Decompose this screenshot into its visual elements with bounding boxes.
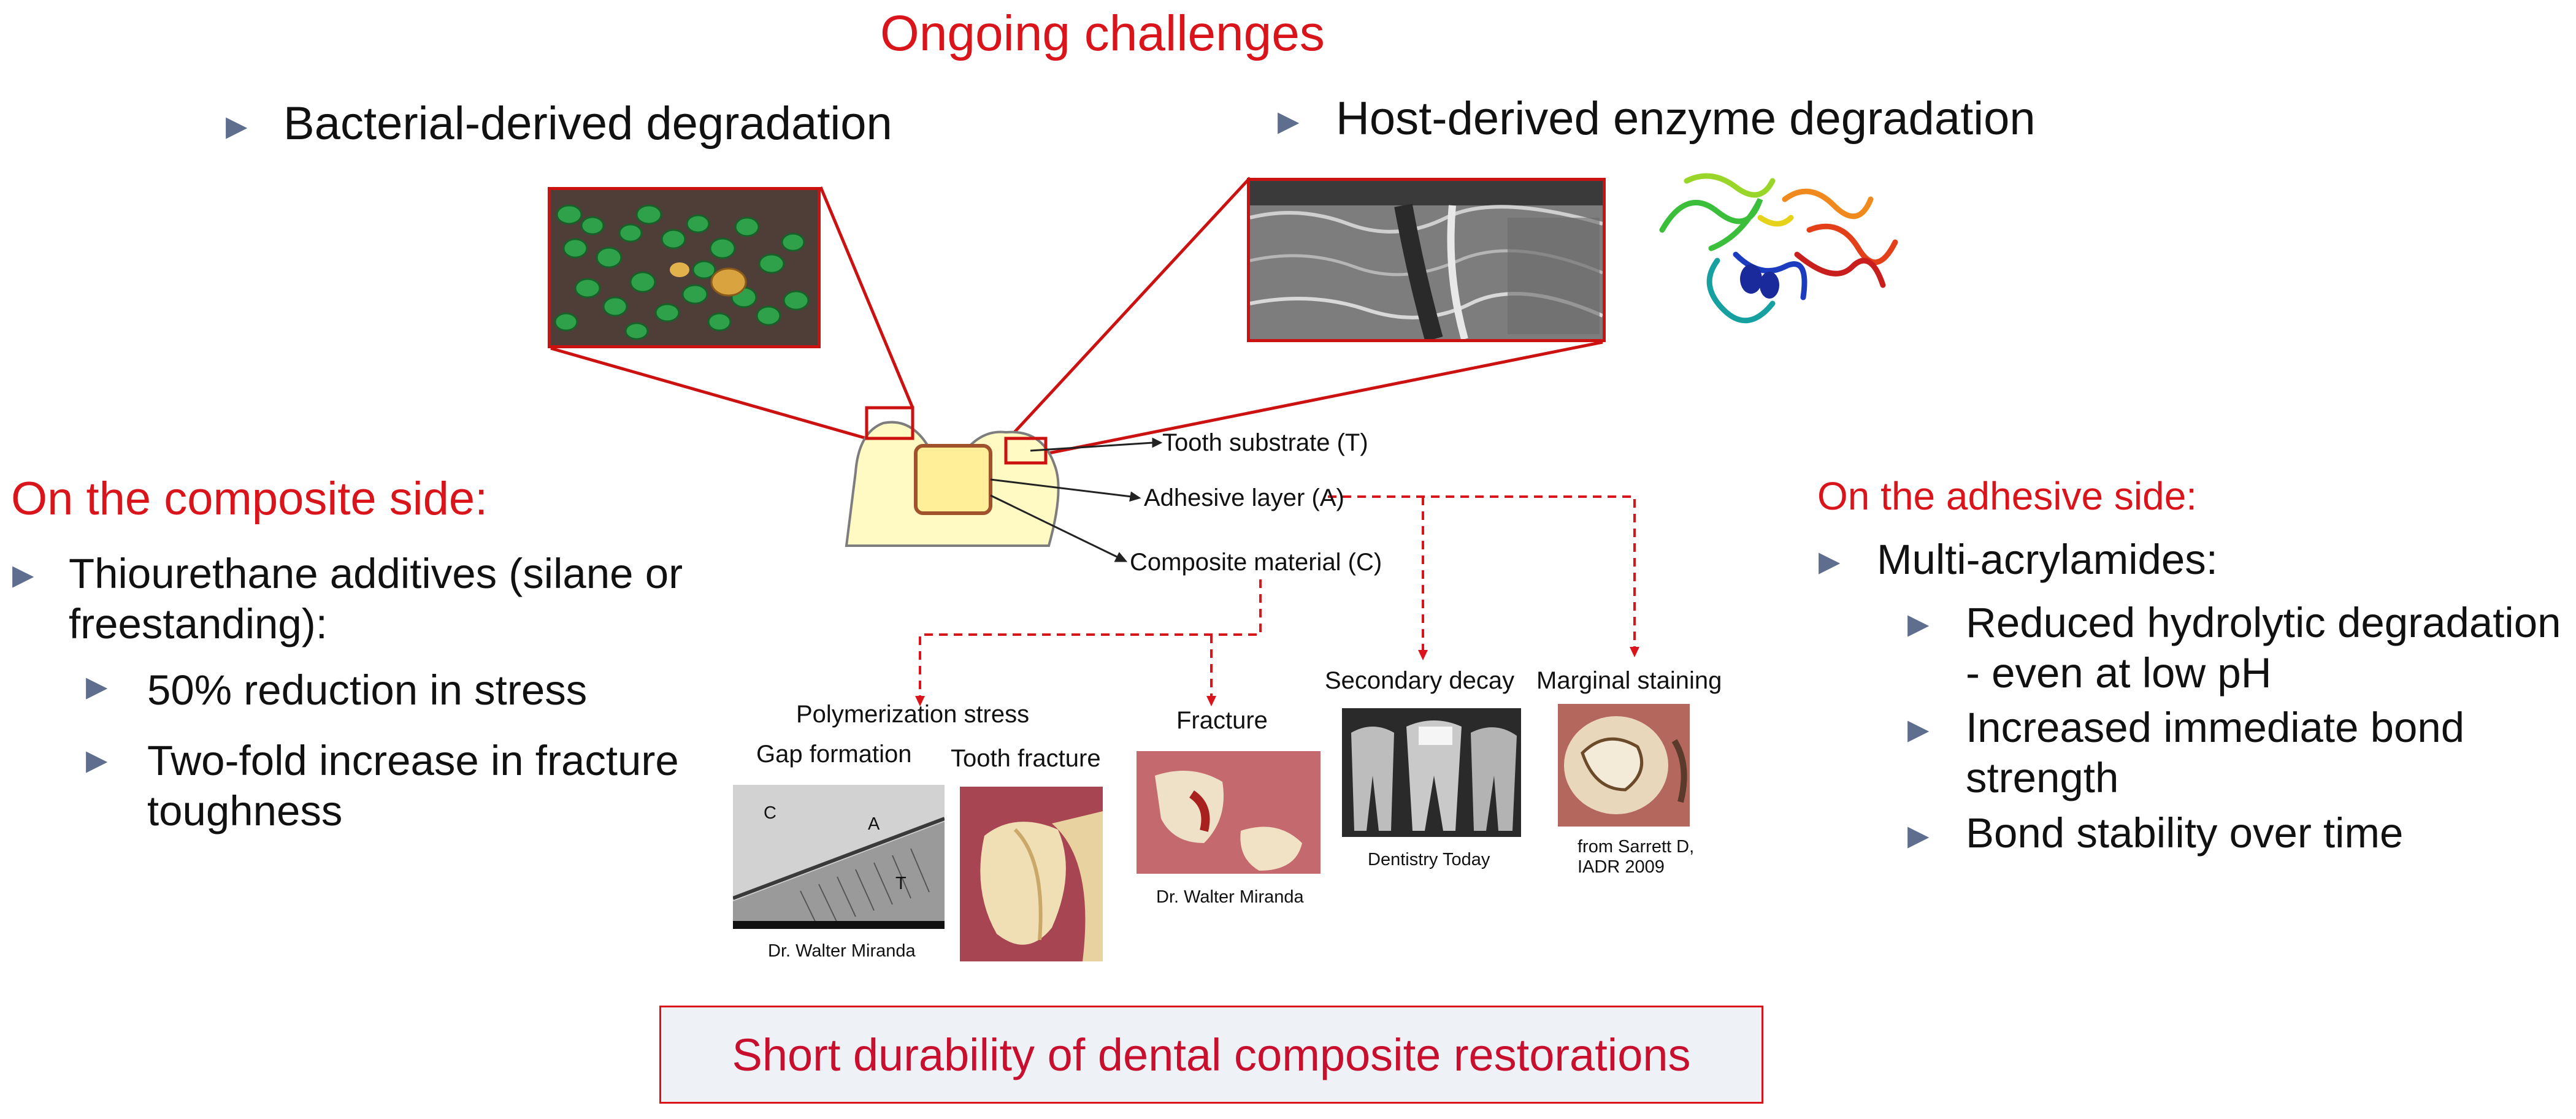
- summary-banner-text: Short durability of dental composite res…: [732, 1029, 1691, 1080]
- adhesive-subitem-2: Increased immediate bond strength: [1966, 704, 2465, 801]
- zoom-box-bacteria: [865, 406, 914, 440]
- summary-banner: Short durability of dental composite res…: [659, 1006, 1763, 1104]
- gap-formation-image: C A T: [733, 785, 945, 929]
- bullet-triangle-icon: ▶: [1819, 545, 1841, 577]
- composite-subitem-1: 50% reduction in stress: [147, 666, 588, 714]
- marginal-staining-image: [1558, 704, 1690, 827]
- sem-texture-illustration: [1250, 181, 1603, 339]
- sem-image: [1247, 178, 1606, 342]
- bullet-triangle-icon: ▶: [1907, 713, 1930, 745]
- adhesive-main-item: Multi-acrylamides:: [1877, 536, 2218, 583]
- bacteria-image: [548, 187, 821, 348]
- bullet-triangle-icon: ▶: [1907, 608, 1930, 640]
- bullet-triangle-icon: ▶: [1907, 819, 1930, 851]
- gap-image-credit: Dr. Walter Miranda: [768, 941, 916, 961]
- adhesive-subitem-1: Reduced hydrolytic degradation - even at…: [1966, 599, 2561, 697]
- adhesive-side-heading: On the adhesive side:: [1817, 474, 2198, 518]
- enzyme-heading: Host-derived enzyme degradation: [1336, 93, 2036, 145]
- fracture-image: [1137, 751, 1321, 874]
- composite-subitem-2: Two-fold increase in fracture toughness: [147, 737, 679, 834]
- staining-credit-line1: from Sarrett D,: [1577, 837, 1695, 857]
- polymerization-stress-label: Polymerization stress: [796, 701, 1030, 728]
- sem-letter-c: C: [764, 803, 776, 823]
- composite-side-heading: On the composite side:: [11, 473, 488, 525]
- fracture-label: Fracture: [1176, 707, 1268, 734]
- tooth-fracture-image: [960, 787, 1103, 961]
- protein-ribbon-illustration: [1659, 173, 1898, 324]
- zoom-line: [1045, 340, 1603, 456]
- zoom-box-interface: [1004, 437, 1048, 465]
- bacterial-heading: Bacterial-derived degradation: [283, 97, 892, 150]
- tooth-fracture-label: Tooth fracture: [951, 745, 1101, 772]
- sem-letter-t: T: [895, 874, 907, 893]
- sem-letter-a: A: [868, 814, 880, 834]
- slide-title: Ongoing challenges: [880, 6, 1325, 61]
- bullet-triangle-icon: ▶: [226, 110, 248, 142]
- tooth-fracture-illustration: [960, 787, 1103, 961]
- fracture-illustration: [1137, 751, 1321, 874]
- bullet-triangle-icon: ▶: [86, 670, 108, 702]
- tooth-substrate-label: Tooth substrate (T): [1162, 429, 1368, 456]
- bacteria-cells-illustration: [551, 190, 818, 345]
- marginal-staining-label: Marginal staining: [1536, 667, 1722, 694]
- staining-illustration: [1558, 704, 1690, 827]
- zoom-line: [819, 186, 914, 408]
- fracture-image-credit: Dr. Walter Miranda: [1156, 887, 1304, 907]
- gap-sem-illustration: [733, 785, 945, 929]
- gap-formation-label: Gap formation: [756, 741, 912, 768]
- decay-image-credit: Dentistry Today: [1368, 850, 1490, 869]
- zoom-line: [550, 346, 867, 440]
- enzyme-structure-image: [1650, 162, 1901, 325]
- adhesive-layer-label: Adhesive layer (A): [1144, 484, 1344, 511]
- secondary-decay-label: Secondary decay: [1325, 667, 1515, 694]
- bullet-triangle-icon: ▶: [86, 744, 108, 776]
- staining-credit-line2: IADR 2009: [1577, 857, 1665, 877]
- composite-main-item: Thiourethane additives (silane or freest…: [69, 550, 683, 647]
- zoom-line: [1005, 177, 1251, 443]
- composite-material-label: Composite material (C): [1130, 549, 1382, 576]
- secondary-decay-xray-image: [1342, 708, 1521, 837]
- composite-restoration: [914, 444, 992, 515]
- bullet-triangle-icon: ▶: [12, 559, 34, 590]
- xray-illustration: [1342, 708, 1521, 837]
- bullet-triangle-icon: ▶: [1278, 105, 1300, 137]
- adhesive-subitem-3: Bond stability over time: [1966, 809, 2404, 857]
